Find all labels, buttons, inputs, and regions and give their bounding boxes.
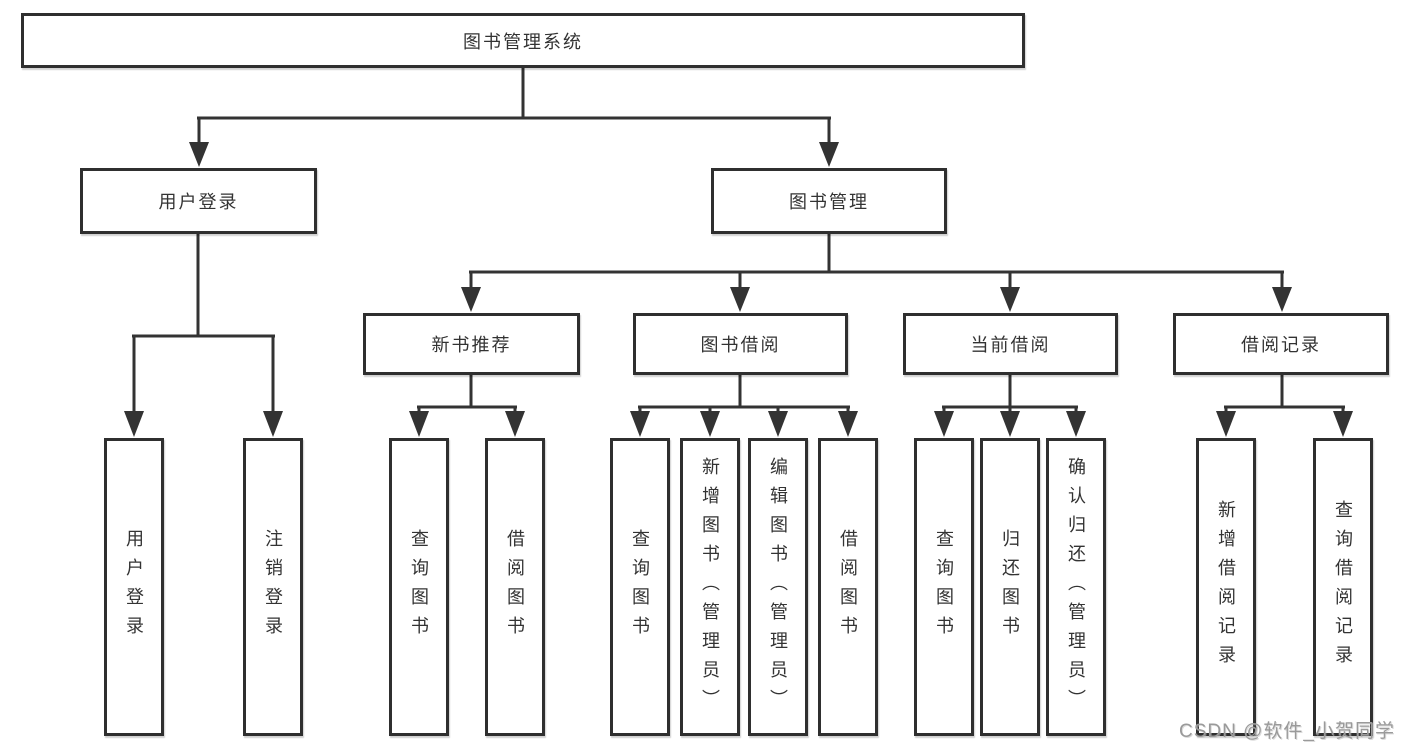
node-root-system: 图书管理系统 xyxy=(21,13,1025,68)
node-user-login: 用户登录 xyxy=(80,168,317,234)
node-book-borrow: 图书借阅 xyxy=(633,313,848,375)
csdn-watermark: CSDN @软件_小贺同学 xyxy=(1179,721,1395,742)
leaf-add-books-admin: 新增图书（管理员） xyxy=(680,438,740,736)
leaf-add-borrow-record: 新增借阅记录 xyxy=(1196,438,1256,736)
leaf-logout: 注销登录 xyxy=(243,438,303,736)
node-borrow-records: 借阅记录 xyxy=(1173,313,1389,375)
leaf-return-books: 归还图书 xyxy=(980,438,1040,736)
node-book-management: 图书管理 xyxy=(711,168,947,234)
leaf-recommend-borrow-books: 借阅图书 xyxy=(485,438,545,736)
leaf-query-borrow-record: 查询借阅记录 xyxy=(1313,438,1373,736)
leaf-borrow-books: 借阅图书 xyxy=(818,438,878,736)
node-current-borrow: 当前借阅 xyxy=(903,313,1118,375)
leaf-recommend-query-books: 查询图书 xyxy=(389,438,449,736)
leaf-user-login: 用户登录 xyxy=(104,438,164,736)
node-new-book-recommend: 新书推荐 xyxy=(363,313,580,375)
leaf-confirm-return-admin: 确认归还（管理员） xyxy=(1046,438,1106,736)
leaf-borrow-query-books: 查询图书 xyxy=(610,438,670,736)
leaf-edit-books-admin: 编辑图书（管理员） xyxy=(748,438,808,736)
leaf-current-query-books: 查询图书 xyxy=(914,438,974,736)
